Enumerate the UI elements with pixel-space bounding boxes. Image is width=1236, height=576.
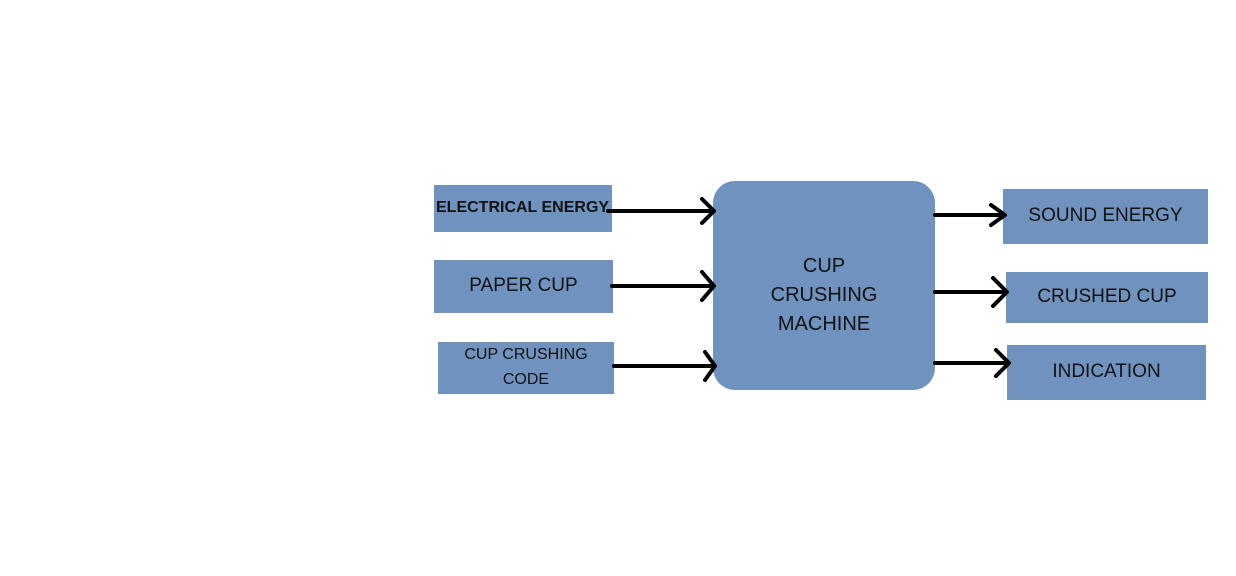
output-sound-energy-label: SOUND ENERGY — [1028, 205, 1183, 227]
arrow-machine-to-sound-energy — [933, 203, 1007, 227]
cup-crushing-machine-box: CUP CRUSHING MACHINE — [713, 181, 935, 390]
arrow-code-to-machine — [612, 350, 717, 382]
arrow-electrical-to-machine — [606, 197, 716, 225]
output-sound-energy-box: SOUND ENERGY — [1003, 189, 1208, 244]
input-electrical-energy-label: ELECTRICAL ENERGY — [436, 199, 610, 217]
input-electrical-energy-box: ELECTRICAL ENERGY — [434, 185, 612, 232]
output-crushed-cup-label: CRUSHED CUP — [1037, 286, 1177, 308]
output-crushed-cup-box: CRUSHED CUP — [1006, 272, 1208, 323]
cup-crushing-machine-label: CUP CRUSHING MACHINE — [770, 255, 878, 335]
arrow-machine-to-indication — [933, 348, 1011, 378]
arrow-paper-cup-to-machine — [610, 270, 716, 302]
input-paper-cup-box: PAPER CUP — [434, 260, 613, 313]
input-cup-crushing-code-box: CUP CRUSHING CODE — [438, 342, 614, 394]
input-cup-crushing-code-label: CUP CRUSHING CODE — [464, 346, 588, 388]
arrow-machine-to-crushed-cup — [933, 276, 1009, 308]
output-indication-label: INDICATION — [1052, 361, 1161, 383]
output-indication-box: INDICATION — [1007, 345, 1206, 400]
input-paper-cup-label: PAPER CUP — [469, 275, 578, 297]
